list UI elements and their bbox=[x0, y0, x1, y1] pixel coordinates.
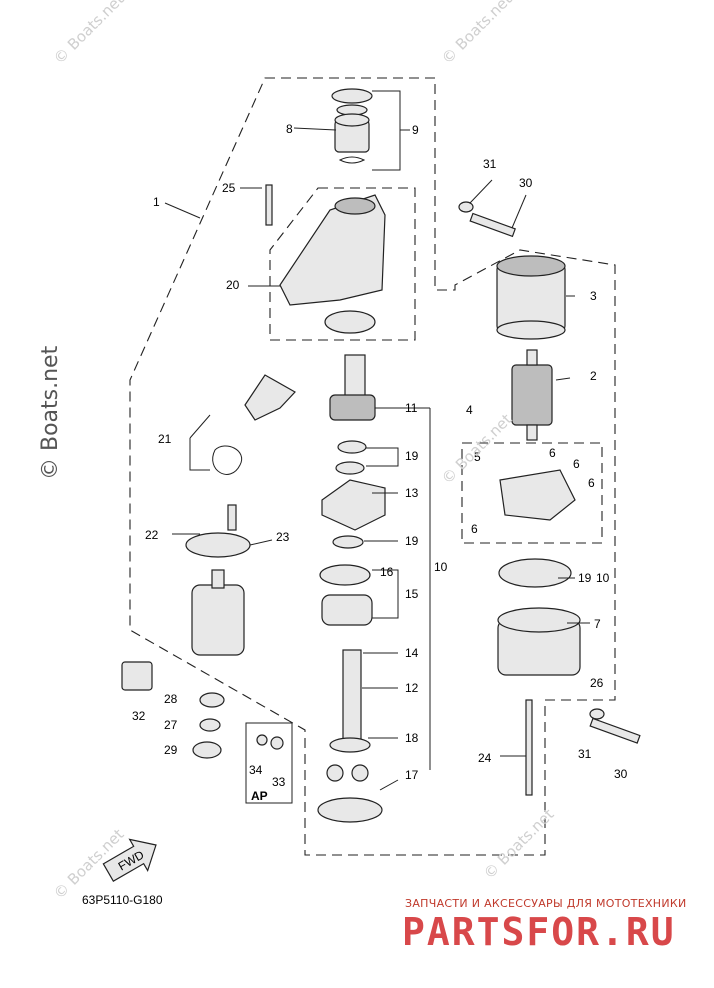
callout-7: 7 bbox=[594, 617, 601, 631]
solenoid bbox=[185, 504, 251, 656]
callout-26: 26 bbox=[590, 676, 604, 690]
shop-brand-logo: PARTSFOR.RU bbox=[402, 910, 676, 954]
nut-28 bbox=[199, 692, 225, 708]
callout-30-lower: 30 bbox=[614, 767, 628, 781]
assembly-outline-20 bbox=[269, 187, 416, 341]
clutch-shaft-stack bbox=[317, 354, 386, 823]
callout-16: 16 bbox=[380, 565, 394, 579]
callout-numbers: 1 2 3 4 5 6 6 6 6 7 8 9 19 10 10 11 12 1… bbox=[132, 122, 628, 803]
callout-1: 1 bbox=[153, 195, 160, 209]
pinion-gear bbox=[331, 88, 373, 164]
armature bbox=[511, 349, 553, 441]
callout-24: 24 bbox=[478, 751, 492, 765]
callout-22: 22 bbox=[145, 528, 159, 542]
callout-6d: 6 bbox=[471, 522, 478, 536]
ap-box bbox=[245, 722, 293, 804]
callout-4: 4 bbox=[466, 403, 473, 417]
callout-17: 17 bbox=[405, 768, 419, 782]
callout-23: 23 bbox=[276, 530, 290, 544]
callout-10: 10 bbox=[434, 560, 448, 574]
callout-33: 33 bbox=[272, 775, 286, 789]
washer-31-upper bbox=[458, 201, 474, 213]
assembly-outline-1 bbox=[129, 77, 616, 856]
callout-34: 34 bbox=[249, 763, 263, 777]
shift-lever bbox=[244, 374, 296, 421]
shop-tagline: ЗАПЧАСТИ И АКСЕССУАРЫ ДЛЯ МОТОТЕХНИКИ bbox=[405, 897, 687, 910]
callout-18: 18 bbox=[405, 731, 419, 745]
bolt-30-lower bbox=[589, 717, 641, 744]
leader-lines bbox=[164, 90, 590, 791]
decal-32 bbox=[121, 661, 153, 691]
callout-25: 25 bbox=[222, 181, 236, 195]
callout-9: 9 bbox=[412, 123, 419, 137]
callout-14: 14 bbox=[405, 646, 419, 660]
bolt-25 bbox=[265, 184, 273, 226]
callout-21: 21 bbox=[158, 432, 172, 446]
ap-label: AP bbox=[251, 789, 268, 803]
callout-30-upper: 30 bbox=[519, 176, 533, 190]
bolt-30-upper bbox=[469, 212, 516, 238]
callout-11: 11 bbox=[405, 401, 418, 415]
callout-3: 3 bbox=[590, 289, 597, 303]
callout-19a: 19 bbox=[405, 449, 419, 463]
assembly-outline-4 bbox=[461, 442, 603, 544]
through-bolt-24 bbox=[525, 699, 533, 796]
yoke bbox=[496, 255, 566, 340]
callout-6b: 6 bbox=[573, 457, 580, 471]
callout-19-10-a: 19 bbox=[578, 571, 592, 585]
diagram-code: 63P5110-G180 bbox=[82, 893, 163, 907]
callout-15: 15 bbox=[405, 587, 419, 601]
callout-6a: 6 bbox=[549, 446, 556, 460]
callout-8: 8 bbox=[286, 122, 293, 136]
callout-31-lower: 31 bbox=[578, 747, 592, 761]
cover-29 bbox=[192, 741, 222, 759]
callout-19b: 19 bbox=[405, 534, 419, 548]
callout-27: 27 bbox=[164, 718, 178, 732]
callout-32: 32 bbox=[132, 709, 146, 723]
callout-29: 29 bbox=[164, 743, 178, 757]
starter-housing bbox=[279, 194, 386, 334]
rear-cover bbox=[497, 558, 581, 676]
callout-5: 5 bbox=[474, 450, 481, 464]
watermark-vertical: © Boats.net bbox=[38, 345, 63, 480]
brush-holder bbox=[499, 469, 576, 521]
washer-31-lower bbox=[589, 708, 605, 720]
callout-28: 28 bbox=[164, 692, 178, 706]
washer-27 bbox=[199, 718, 221, 732]
callout-20: 20 bbox=[226, 278, 240, 292]
callout-13: 13 bbox=[405, 486, 419, 500]
callout-6c: 6 bbox=[588, 476, 595, 490]
callout-19-10-b: 10 bbox=[596, 571, 610, 585]
callout-12: 12 bbox=[405, 681, 419, 695]
callout-2: 2 bbox=[590, 369, 597, 383]
callout-31-upper: 31 bbox=[483, 157, 497, 171]
